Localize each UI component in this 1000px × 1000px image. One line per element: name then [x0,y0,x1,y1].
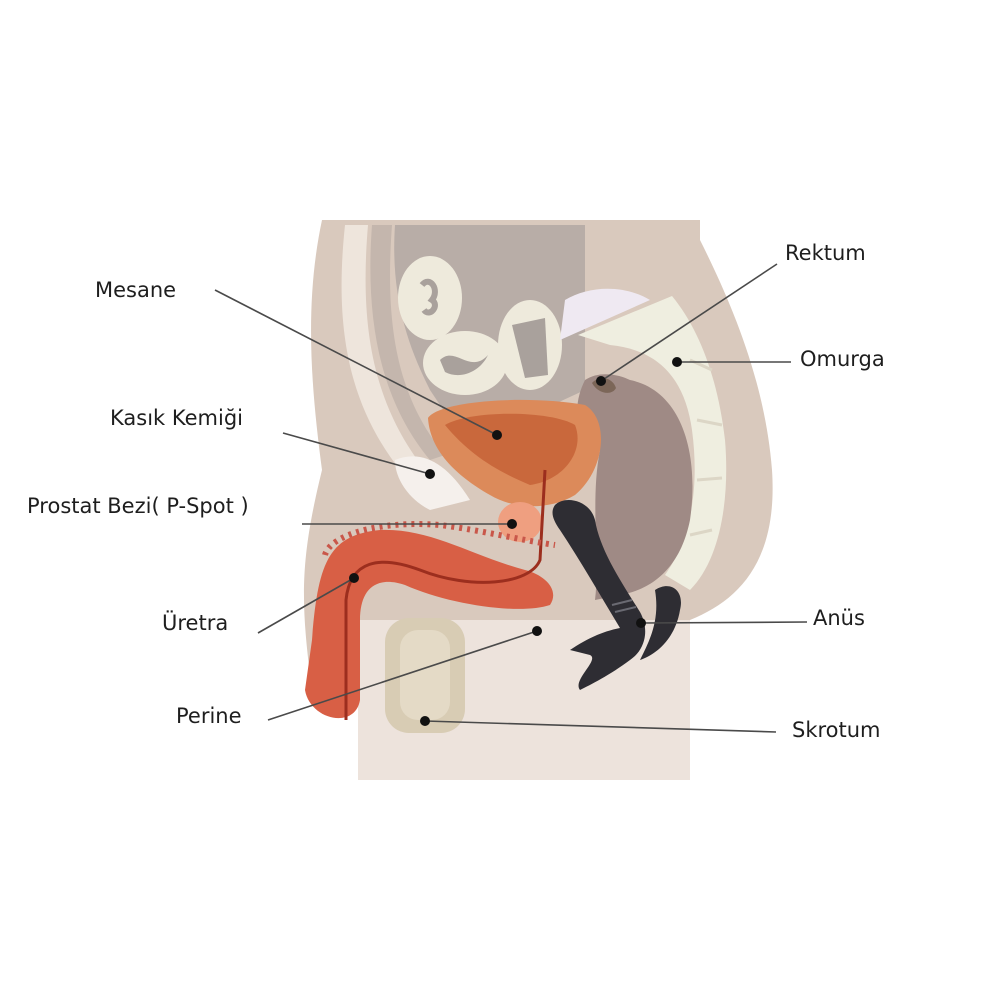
label-text: Anüs [813,606,865,630]
label-skrotum: Skrotum [420,716,881,742]
label-text: Kasık Kemiği [110,406,243,430]
label-uretra: Üretra [162,573,359,635]
leader-line [214,289,498,436]
spine [560,288,727,590]
labels-layer: Mesane Kasık Kemiği Prostat Bezi( P-Spot… [27,241,885,742]
label-rektum: Rektum [596,241,866,386]
marker-dot [420,716,430,726]
scrotum [385,618,465,733]
marker-dot [636,618,646,628]
label-omurga: Omurga [672,347,885,371]
label-text: Omurga [800,347,885,371]
leader-line [424,720,777,733]
leader-line [640,621,808,624]
marker-dot [532,626,542,636]
label-text: Skrotum [792,718,881,742]
label-text: Mesane [95,278,176,302]
label-text: Perine [176,704,242,728]
label-text: Üretra [162,610,228,635]
label-text: Rektum [785,241,866,265]
rectum [577,374,693,600]
intestines [394,225,585,420]
leader-line [257,577,355,634]
label-anus: Anüs [636,606,865,630]
bladder [428,399,602,507]
prostate [498,502,542,542]
label-text: Prostat Bezi( P-Spot ) [27,494,249,518]
marker-dot [349,573,359,583]
leader-line [600,263,778,382]
label-mesane: Mesane [95,278,502,440]
marker-dot [425,469,435,479]
leader-line [267,630,538,721]
leader-line [282,432,431,475]
label-perine: Perine [176,626,542,728]
marker-dot [507,519,517,529]
label-prostat-bezi: Prostat Bezi( P-Spot ) [27,494,517,529]
marker-dot [596,376,606,386]
label-kasik-kemigi: Kasık Kemiği [110,406,435,479]
marker-dot [672,357,682,367]
marker-dot [492,430,502,440]
